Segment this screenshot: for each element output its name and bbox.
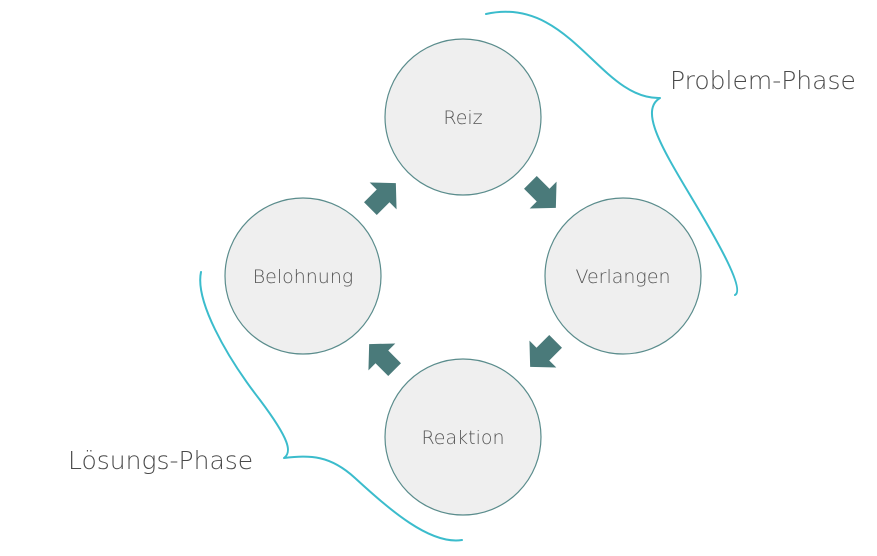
- node-belohnung: Belohnung: [224, 197, 382, 355]
- arrow-reaktion-to-belohnung-icon: [368, 343, 401, 376]
- node-reaktion-label: Reaktion: [421, 427, 504, 449]
- arrow-reiz-to-verlangen-icon: [524, 176, 557, 209]
- node-reiz-label: Reiz: [443, 107, 482, 129]
- node-verlangen: Verlangen: [544, 197, 702, 355]
- node-reiz: Reiz: [384, 38, 542, 196]
- node-verlangen-label: Verlangen: [575, 266, 670, 288]
- problem-phase-bracket: [485, 10, 739, 296]
- node-belohnung-label: Belohnung: [253, 266, 354, 288]
- arrow-verlangen-to-reaktion-icon: [529, 335, 562, 368]
- solution-phase-label: Lösungs-Phase: [68, 446, 253, 475]
- node-reaktion: Reaktion: [384, 358, 542, 516]
- arrow-belohnung-to-reiz-icon: [364, 182, 397, 215]
- problem-phase-label: Problem-Phase: [670, 66, 856, 95]
- solution-phase-bracket: [199, 271, 463, 542]
